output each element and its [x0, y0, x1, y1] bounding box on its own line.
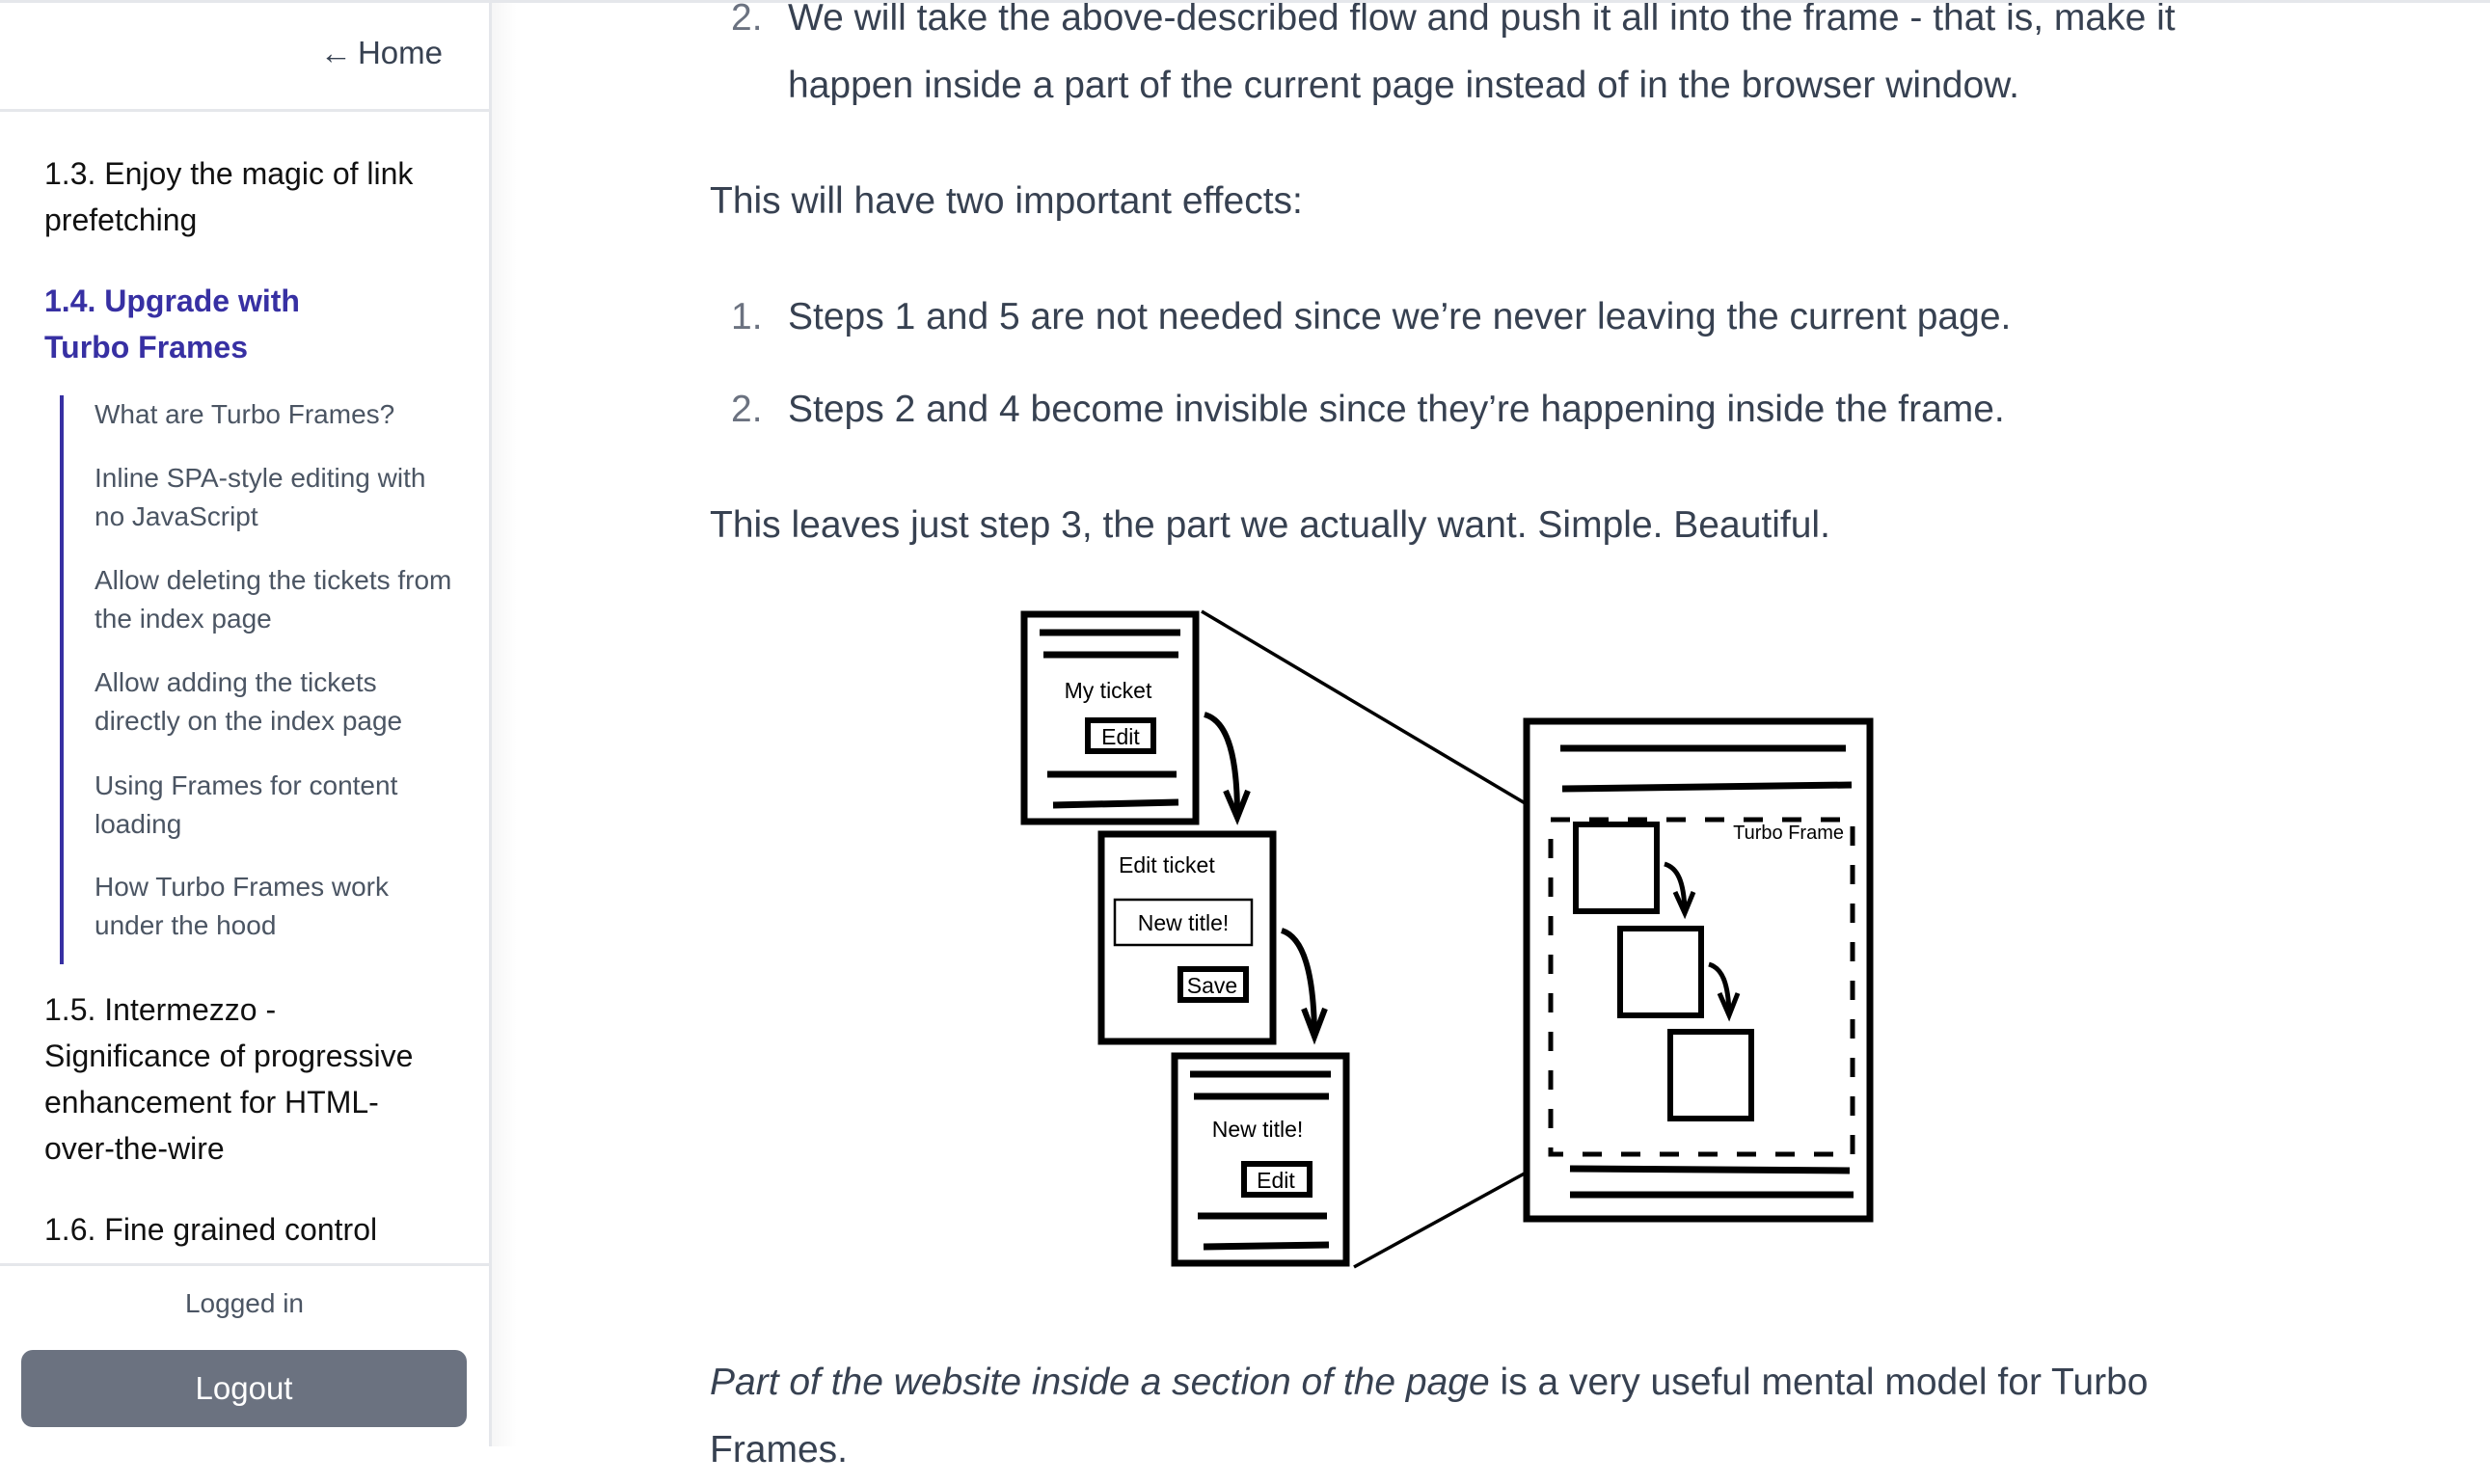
subsection-what-are-turbo-frames[interactable]: What are Turbo Frames? — [95, 399, 395, 429]
subsection-frames-content-loading[interactable]: Using Frames for content loading — [95, 770, 398, 839]
list-text: happen inside a part of the current page… — [788, 65, 2019, 106]
sidebar-footer-divider — [0, 1263, 489, 1266]
login-status: Logged in — [184, 1288, 304, 1318]
top-border — [0, 0, 2490, 3]
logout-button[interactable]: Logout — [21, 1350, 467, 1427]
toc-item-1-5[interactable]: 1.5. Intermezzo - Significance of progre… — [44, 992, 414, 1166]
paragraph-mental-model: Part of the website inside a section of … — [710, 1349, 2149, 1417]
sidebar: ←Home 1.3. Enjoy the magic of link prefe… — [0, 0, 492, 1446]
list-text: Steps 2 and 4 become invisible since the… — [788, 389, 2005, 430]
article-content: 2. We will take the above-described flow… — [710, 0, 2214, 1471]
home-link[interactable]: ←Home — [320, 35, 443, 71]
arrow-left-icon: ← — [319, 35, 352, 70]
list-number: 1. — [731, 296, 763, 337]
toc-item-1-3[interactable]: 1.3. Enjoy the magic of link prefetching — [44, 156, 414, 237]
list-text: Steps 1 and 5 are not needed since we’re… — [788, 296, 2012, 337]
subsection-inline-spa-editing[interactable]: Inline SPA-style editing with no JavaScr… — [95, 463, 426, 531]
toc-item-1-4-active[interactable]: 1.4. Upgrade with Turbo Frames — [44, 283, 300, 364]
subsection-allow-adding[interactable]: Allow adding the tickets directly on the… — [95, 667, 403, 736]
emphasis-text: Part of the website inside a section of … — [710, 1362, 1490, 1403]
subsection-list: What are Turbo Frames? Inline SPA-style … — [60, 395, 453, 964]
sidebar-divider — [0, 109, 489, 112]
paragraph-conclusion: This leaves just step 3, the part we act… — [710, 504, 1830, 546]
subsection-how-frames-work[interactable]: How Turbo Frames work under the hood — [95, 872, 389, 940]
subsection-allow-deleting[interactable]: Allow deleting the tickets from the inde… — [95, 565, 452, 634]
paragraph-effects-intro: This will have two important effects: — [710, 180, 1303, 222]
paragraph-text: is a very useful mental model for Turbo — [1489, 1362, 2149, 1403]
toc-item-1-6[interactable]: 1.6. Fine grained control — [44, 1212, 378, 1247]
list-text: We will take the above-described flow an… — [788, 0, 2176, 39]
list-number: 2. — [731, 389, 763, 430]
sidebar-shadow — [492, 0, 517, 1446]
list-number: 2. — [731, 0, 763, 39]
home-label: Home — [357, 35, 443, 70]
paragraph-mental-model-line2: Frames. — [710, 1429, 849, 1471]
